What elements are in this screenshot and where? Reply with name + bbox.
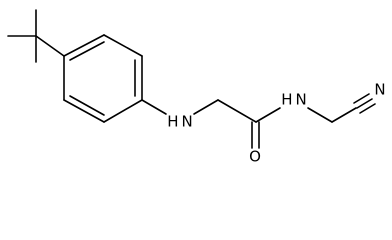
nitrile-triple-bond <box>353 93 376 114</box>
bond-ch2-to-carbonyl <box>217 99 257 123</box>
ring-bond-1 <box>63 34 105 57</box>
ring-double-bond-c <box>69 95 105 116</box>
triple-bond-line-2 <box>356 98 373 109</box>
nitrile-nitrogen-label: N <box>374 81 385 99</box>
molecule-canvas: H N O H N N <box>7 9 386 166</box>
amide-nh-label: H N <box>281 91 307 109</box>
bond-amine-to-ch2 <box>193 99 219 115</box>
bond-ch2-to-nitrile-carbon <box>331 107 357 123</box>
ring-bond-2 <box>103 34 143 57</box>
ring-bond-5 <box>63 99 105 123</box>
carbonyl-oxygen-label: O <box>249 148 261 166</box>
triple-bond-line-3 <box>359 103 376 114</box>
ring-bond-4 <box>103 99 143 123</box>
bond-amide-to-ch2 <box>307 107 333 123</box>
triple-bond-line-1 <box>353 93 370 104</box>
bond-tbu-to-ring <box>35 35 65 57</box>
molecule-structure: H N O H N N <box>7 9 386 166</box>
amine-nh-label: H N <box>167 113 193 131</box>
benzene-ring <box>63 34 143 123</box>
bond-carbonyl-to-amide <box>255 107 281 123</box>
tert-butyl-group <box>7 9 65 63</box>
bond-ring-to-amine <box>141 99 167 115</box>
ring-double-bond-a <box>69 41 105 61</box>
